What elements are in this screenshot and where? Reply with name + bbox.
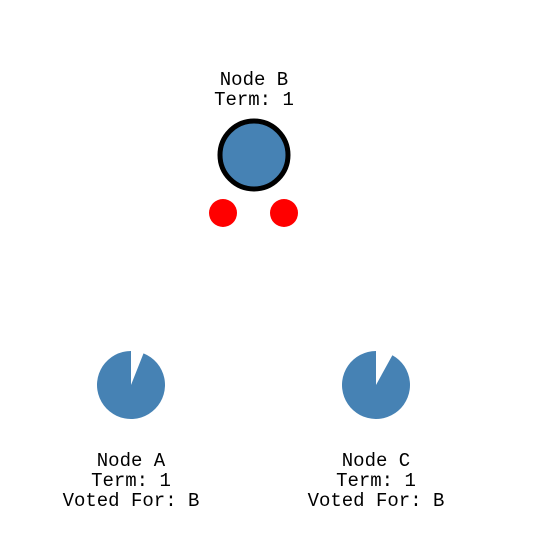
node-b-circle[interactable] [217,118,291,192]
node-a-voted-for: Voted For: B [63,490,200,512]
node-c-name: Node C [342,450,410,472]
node-a[interactable]: Node A Term: 1 Voted For: B [63,351,200,512]
node-b-term: Term: 1 [214,89,294,111]
node-a-label: Node A Term: 1 Voted For: B [63,450,200,512]
node-c-voted-for: Voted For: B [308,490,445,512]
node-b-name: Node B [220,69,288,91]
node-b-label: Node B Term: 1 [214,69,294,111]
node-c[interactable]: Node C Term: 1 Voted For: B [308,351,445,512]
node-b[interactable]: Node B Term: 1 [214,69,294,192]
node-a-name: Node A [97,450,166,472]
messages [209,199,298,227]
message-to-node-a [209,199,237,227]
node-a-term: Term: 1 [91,470,171,492]
node-a-timeout-arc[interactable] [96,351,165,419]
message-to-node-c [270,199,298,227]
node-c-label: Node C Term: 1 Voted For: B [308,450,445,512]
node-c-term: Term: 1 [336,470,416,492]
node-c-timeout-arc[interactable] [342,351,410,419]
